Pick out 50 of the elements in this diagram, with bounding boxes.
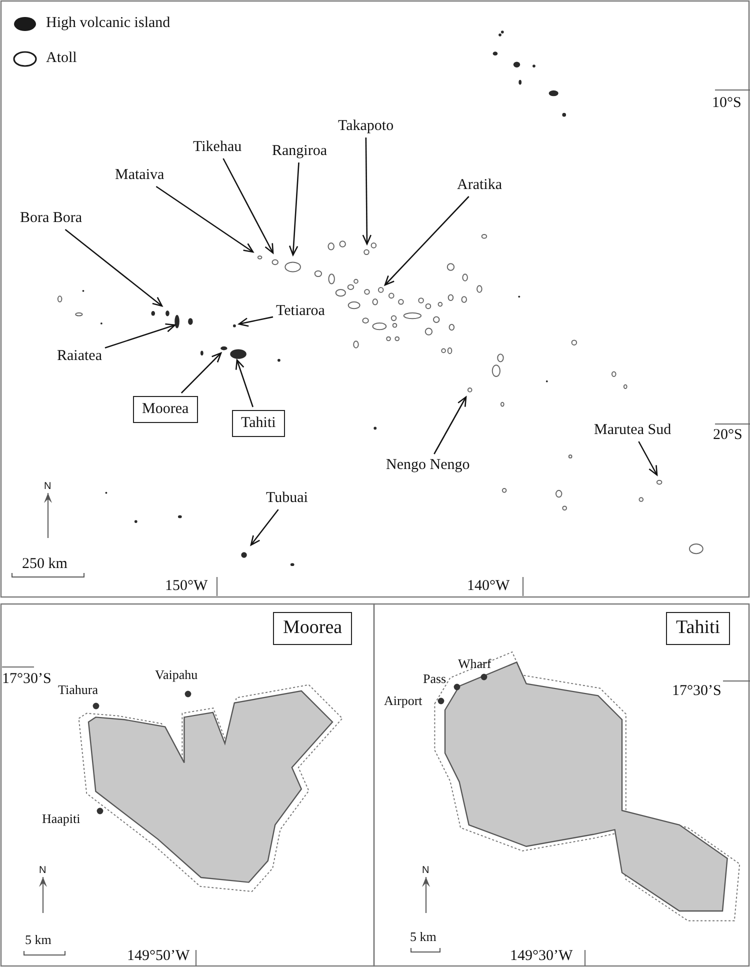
- leader-arrow: [180, 352, 222, 394]
- coordinate-label: 10°S: [712, 95, 742, 112]
- north-label: N: [39, 865, 46, 876]
- scale-label: 5 km: [410, 930, 436, 944]
- coordinate-label: 149°30’W: [510, 948, 573, 964]
- island-label: Aratika: [457, 177, 502, 194]
- island-label: Takapoto: [338, 118, 394, 134]
- legend-label: High volcanic island: [46, 15, 170, 32]
- leader-arrow: [250, 509, 279, 546]
- place-label: Wharf: [458, 657, 492, 672]
- north-label: N: [44, 481, 52, 492]
- place-label: Pass: [423, 672, 446, 686]
- island-name-box: Moorea: [273, 612, 352, 645]
- coordinate-label: 20°S: [713, 427, 742, 444]
- island-label: Tetiaroa: [276, 303, 325, 320]
- leader-arrow: [104, 323, 176, 349]
- island-label: Bora Bora: [20, 210, 82, 226]
- coordinate-label: 17°30’S: [672, 683, 722, 700]
- leader-arrow: [384, 196, 470, 286]
- leader-arrow: [362, 138, 372, 245]
- island-name-box: Tahiti: [666, 612, 730, 645]
- leader-arrow: [235, 359, 254, 408]
- leader-arrow: [156, 186, 254, 253]
- leader-arrow: [638, 441, 658, 476]
- island-label: Rangiroa: [272, 143, 327, 160]
- coordinate-label: 17°30’S: [2, 671, 52, 688]
- leader-arrow: [238, 316, 274, 327]
- island-label: Tikehau: [193, 139, 242, 156]
- island-name-box: Moorea: [133, 396, 198, 422]
- island-label: Tubuai: [266, 490, 308, 506]
- leader-arrow: [434, 396, 467, 454]
- legend-label: Atoll: [46, 50, 77, 66]
- coordinate-label: 150°W: [165, 578, 208, 594]
- island-label: Mataiva: [115, 167, 164, 184]
- island-name-box: Tahiti: [232, 410, 285, 436]
- leader-arrow: [64, 228, 163, 307]
- place-label: Haapiti: [42, 812, 80, 826]
- island-label: Marutea Sud: [594, 422, 672, 438]
- scale-label: 5 km: [25, 933, 52, 948]
- scale-label: 250 km: [22, 556, 68, 572]
- north-label: N: [422, 865, 430, 876]
- coordinate-label: 140°W: [467, 578, 510, 594]
- place-label: Tiahura: [58, 683, 98, 698]
- island-label: Nengo Nengo: [386, 457, 470, 474]
- place-label: Vaipahu: [155, 668, 198, 682]
- coordinate-label: 149°50’W: [127, 948, 190, 964]
- place-label: Airport: [384, 694, 422, 708]
- leader-arrow: [222, 158, 274, 254]
- leader-arrow: [288, 162, 300, 256]
- island-label: Raiatea: [57, 348, 102, 364]
